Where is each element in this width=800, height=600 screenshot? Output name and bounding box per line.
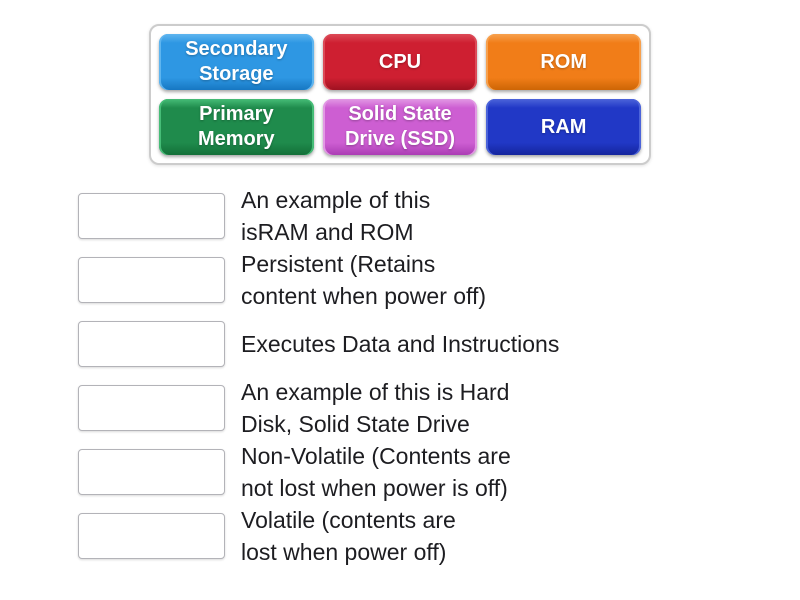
question-text-line: Persistent (Retains [241, 251, 436, 277]
question-row: Volatile (contents are lost when power o… [78, 504, 559, 568]
question-row: An example of this is Hard Disk, Solid S… [78, 376, 559, 440]
question-row: Persistent (Retains content when power o… [78, 248, 559, 312]
question-text-line: lost when power off) [241, 539, 447, 565]
question-text-line: An example of this is Hard [241, 379, 510, 405]
question-text-3: Executes Data and Instructions [241, 328, 559, 360]
question-text-4: An example of this is Hard Disk, Solid S… [241, 376, 509, 440]
word-bank-panel: Secondary Storage CPU ROM Primary Memory… [149, 24, 651, 165]
tile-cpu[interactable]: CPU [322, 34, 478, 90]
question-text-line: Executes Data and Instructions [241, 331, 560, 357]
question-text-line: content when power off) [241, 283, 487, 309]
tile-rom[interactable]: ROM [486, 34, 641, 90]
answer-slot-2[interactable] [78, 257, 225, 303]
tile-secondary-storage[interactable]: Secondary Storage [159, 34, 314, 90]
tile-ram[interactable]: RAM [486, 99, 641, 155]
question-row: Non-Volatile (Contents are not lost when… [78, 440, 559, 504]
question-text-6: Volatile (contents are lost when power o… [241, 504, 456, 568]
question-text-line: Disk, Solid State Drive [241, 411, 470, 437]
answer-slot-4[interactable] [78, 385, 225, 431]
question-list: An example of this isRAM and ROM Persist… [78, 184, 559, 568]
answer-slot-6[interactable] [78, 513, 225, 559]
answer-slot-1[interactable] [78, 193, 225, 239]
answer-slot-3[interactable] [78, 321, 225, 367]
question-text-5: Non-Volatile (Contents are not lost when… [241, 440, 511, 504]
question-text-1: An example of this isRAM and ROM [241, 184, 430, 248]
tile-primary-memory[interactable]: Primary Memory [159, 99, 314, 155]
question-text-line: Non-Volatile (Contents are [241, 443, 511, 469]
question-text-line: not lost when power is off) [241, 475, 508, 501]
question-text-line: isRAM and ROM [241, 219, 414, 245]
question-row: An example of this isRAM and ROM [78, 184, 559, 248]
tile-solid-state-drive[interactable]: Solid State Drive (SSD) [322, 99, 478, 155]
question-text-2: Persistent (Retains content when power o… [241, 248, 486, 312]
question-text-line: Volatile (contents are [241, 507, 456, 533]
answer-slot-5[interactable] [78, 449, 225, 495]
question-text-line: An example of this [241, 187, 431, 213]
question-row: Executes Data and Instructions [78, 312, 559, 376]
